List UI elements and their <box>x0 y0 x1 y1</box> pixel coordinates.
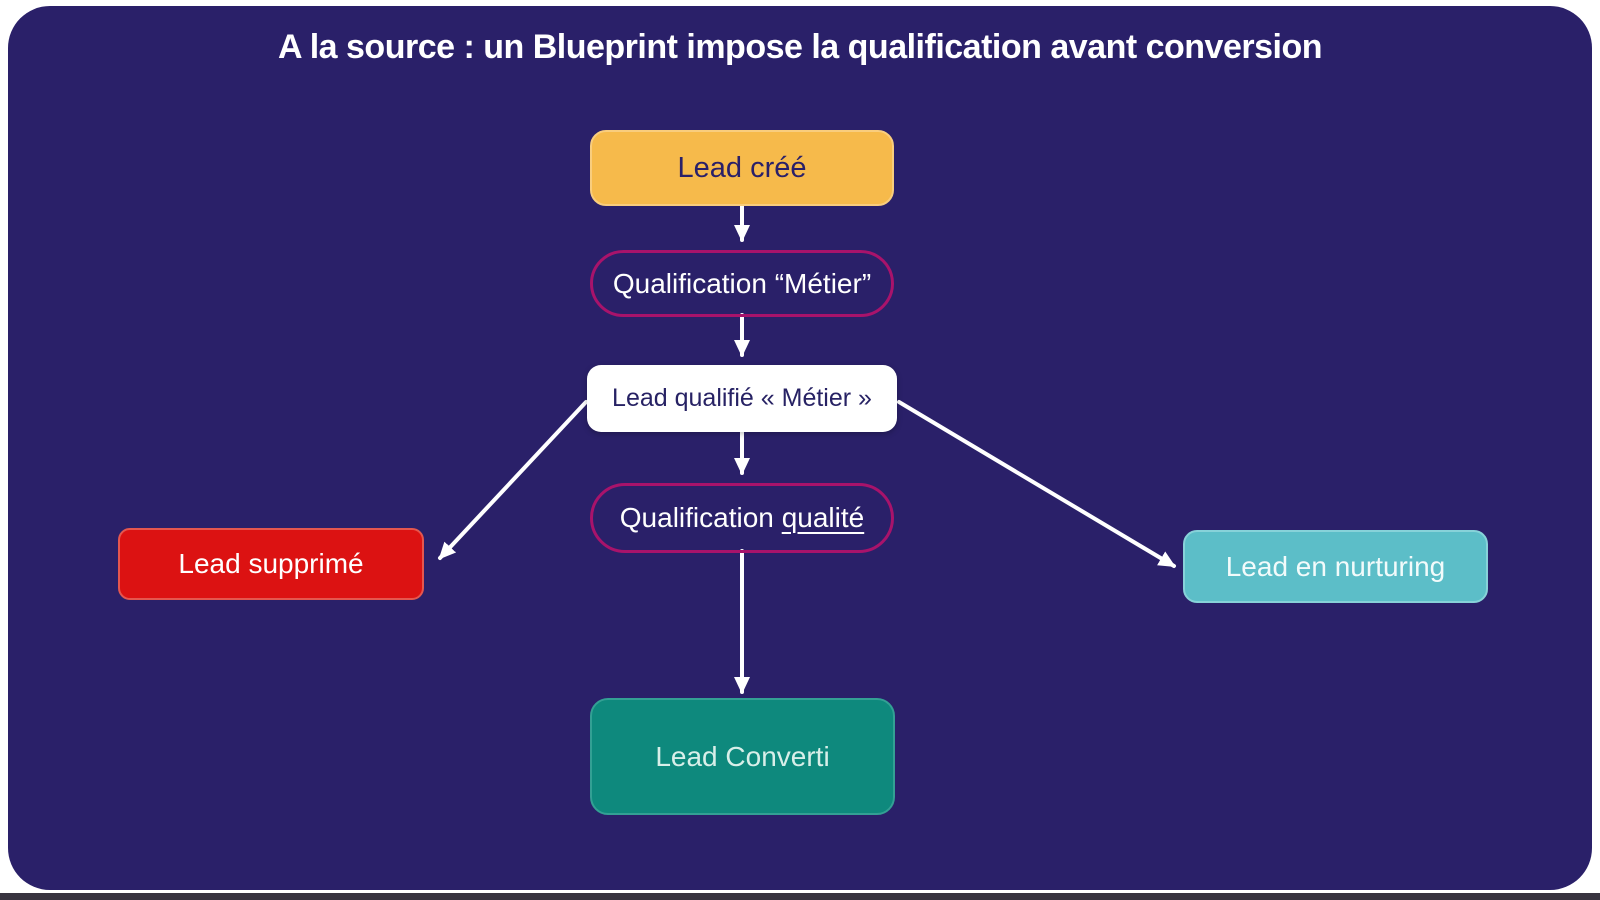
node-qualification-metier-label: Qualification “Métier” <box>612 267 872 299</box>
slide-background: A la source : un Blueprint impose la qua… <box>8 6 1592 890</box>
node-lead-qualifie-metier: Lead qualifié « Métier » <box>587 365 897 432</box>
node-qualification-qualite: Qualification qualité <box>590 483 894 553</box>
slide-title: A la source : un Blueprint impose la qua… <box>277 28 1323 66</box>
arrow-lead-qualifie-to-lead-supprime <box>438 400 588 560</box>
node-qualification-metier: Qualification “Métier” <box>590 250 894 317</box>
node-lead-cree: Lead créé <box>590 130 894 206</box>
arrow-lead-qualifie-to-lead-nurturing <box>897 400 1176 568</box>
node-qualification-qualite-prefix: Qualification <box>619 502 774 533</box>
node-lead-qualifie-metier-label: Lead qualifié « Métier » <box>612 384 872 412</box>
bottom-edge-strip <box>0 893 1600 900</box>
node-lead-en-nurturing: Lead en nurturing <box>1183 530 1488 603</box>
node-qualification-qualite-underlined: qualité <box>781 502 865 533</box>
node-lead-en-nurturing-label: Lead en nurturing <box>1225 550 1446 582</box>
node-lead-supprime-label: Lead supprimé <box>178 548 364 579</box>
node-lead-cree-label: Lead créé <box>677 151 807 184</box>
node-lead-converti-label: Lead Converti <box>655 740 830 772</box>
node-lead-converti: Lead Converti <box>590 698 895 815</box>
node-lead-supprime: Lead supprimé <box>118 528 424 600</box>
